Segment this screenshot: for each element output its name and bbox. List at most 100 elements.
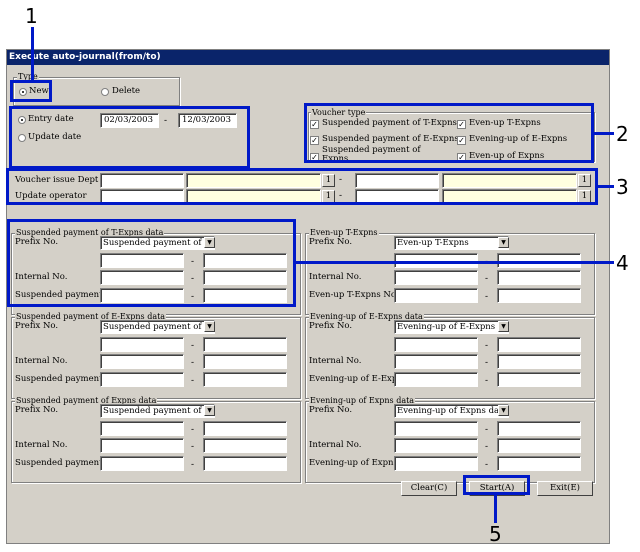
section-4-title: Suspended payment of Expns data bbox=[15, 396, 158, 405]
section-1-internal-from[interactable] bbox=[394, 270, 478, 285]
exit-button[interactable]: Exit(E) bbox=[537, 481, 593, 496]
voucher-dept-label: Voucher issue Dept bbox=[15, 175, 99, 185]
section-4-prefix-value: Suspended payment of Expns bbox=[103, 406, 214, 416]
section-0-internal-label: Internal No. bbox=[15, 272, 68, 282]
voucher-dept-to-code[interactable] bbox=[355, 173, 439, 188]
section-4-internal-from[interactable] bbox=[100, 438, 184, 453]
voucher-dept-to-lookup-button[interactable]: 1 bbox=[578, 174, 591, 187]
section-5-separator: - bbox=[485, 425, 489, 435]
section-5-last-to[interactable] bbox=[497, 456, 581, 471]
radio-update-date[interactable] bbox=[18, 134, 26, 142]
section-0-last-from[interactable] bbox=[100, 288, 184, 303]
section-3-last-from[interactable] bbox=[394, 372, 478, 387]
section-4-internal-to[interactable] bbox=[203, 438, 287, 453]
section-5-title: Evening-up of Expns data bbox=[309, 396, 416, 405]
section-5-prefix-from[interactable] bbox=[394, 421, 478, 436]
section-0-dropdown-arrow-icon[interactable]: ▼ bbox=[204, 237, 215, 248]
radio-delete[interactable] bbox=[101, 88, 109, 96]
check-even-up-t-expns-label: Even-up T-Expns bbox=[469, 118, 541, 128]
section-5-prefix-value: Evening-up of Expns data bbox=[397, 406, 508, 416]
check-evening-up-e-expns-label: Evening-up of E-Expns bbox=[469, 134, 568, 144]
radio-new[interactable] bbox=[19, 88, 27, 96]
section-5-internal-from[interactable] bbox=[394, 438, 478, 453]
section-1-dropdown-arrow-icon[interactable]: ▼ bbox=[498, 237, 509, 248]
section-5-internal-to[interactable] bbox=[497, 438, 581, 453]
highlight-box-t-expns-data bbox=[7, 219, 296, 307]
check-susp-e-expns-label: Suspended payment of E-Expns bbox=[322, 134, 459, 144]
section-4-prefix-label: Prefix No. bbox=[15, 405, 59, 415]
section-4-prefix-dropdown[interactable]: Suspended payment of Expns bbox=[100, 404, 215, 418]
section-5-last-from[interactable] bbox=[394, 456, 478, 471]
section-5-internal-label: Internal No. bbox=[309, 440, 362, 450]
section-1-prefix-dropdown[interactable]: Even-up T-Expns bbox=[394, 236, 509, 250]
section-1-separator-3: - bbox=[485, 292, 489, 302]
section-1-title: Even-up T-Expns bbox=[309, 228, 379, 237]
section-3-dropdown-arrow-icon[interactable]: ▼ bbox=[498, 321, 509, 332]
section-5-prefix-to[interactable] bbox=[497, 421, 581, 436]
check-susp-t-expns[interactable]: ✓ bbox=[310, 120, 319, 129]
callout-3-line bbox=[598, 185, 614, 188]
check-susp-e-expns[interactable]: ✓ bbox=[310, 136, 319, 145]
section-1-prefix-to[interactable] bbox=[497, 253, 581, 268]
date-from-input[interactable]: 02/03/2003 bbox=[100, 113, 159, 128]
section-4-separator-3: - bbox=[191, 460, 195, 470]
section-2-internal-to[interactable] bbox=[203, 354, 287, 369]
operator-separator: - bbox=[339, 191, 343, 201]
update-date-label: Update date bbox=[28, 132, 82, 142]
section-0-separator: - bbox=[191, 257, 195, 267]
section-3-prefix-from[interactable] bbox=[394, 337, 478, 352]
section-3-prefix-to[interactable] bbox=[497, 337, 581, 352]
callout-2: 2 bbox=[616, 122, 629, 146]
section-2-dropdown-arrow-icon[interactable]: ▼ bbox=[204, 321, 215, 332]
section-3-group bbox=[305, 317, 595, 399]
section-0-internal-to[interactable] bbox=[203, 270, 287, 285]
section-4-last-from[interactable] bbox=[100, 456, 184, 471]
section-0-internal-from[interactable] bbox=[100, 270, 184, 285]
highlight-box-filters bbox=[6, 168, 598, 205]
section-4-internal-label: Internal No. bbox=[15, 440, 68, 450]
section-1-prefix-from[interactable] bbox=[394, 253, 478, 268]
section-0-title: Suspended payment of T-Expns data bbox=[15, 228, 165, 237]
voucher-dept-from-lookup-button[interactable]: 1 bbox=[322, 174, 335, 187]
voucher-dept-from-code[interactable] bbox=[100, 173, 184, 188]
section-3-internal-from[interactable] bbox=[394, 354, 478, 369]
section-1-last-from[interactable] bbox=[394, 288, 478, 303]
check-evening-up-e-expns[interactable]: ✓ bbox=[457, 136, 466, 145]
radio-entry-date[interactable] bbox=[18, 116, 26, 124]
check-susp-t-expns-label: Suspended payment of T-Expns bbox=[322, 118, 457, 128]
clear-button[interactable]: Clear(C) bbox=[401, 481, 457, 496]
section-0-prefix-from[interactable] bbox=[100, 253, 184, 268]
section-0-prefix-to[interactable] bbox=[203, 253, 287, 268]
section-0-last-label: Suspended payment of bbox=[15, 290, 114, 300]
section-4-prefix-from[interactable] bbox=[100, 421, 184, 436]
section-2-prefix-from[interactable] bbox=[100, 337, 184, 352]
date-to-input[interactable]: 12/03/2003 bbox=[178, 113, 237, 128]
section-3-last-to[interactable] bbox=[497, 372, 581, 387]
callout-1-line bbox=[31, 27, 34, 80]
dialog-window: Execute auto-journal(from/to) Type New D… bbox=[6, 49, 610, 544]
section-2-last-to[interactable] bbox=[203, 372, 287, 387]
check-even-up-t-expns[interactable]: ✓ bbox=[457, 120, 466, 129]
section-2-internal-from[interactable] bbox=[100, 354, 184, 369]
section-4-last-to[interactable] bbox=[203, 456, 287, 471]
section-0-separator-2: - bbox=[191, 274, 195, 284]
section-1-internal-to[interactable] bbox=[497, 270, 581, 285]
section-0-last-to[interactable] bbox=[203, 288, 287, 303]
section-4-prefix-to[interactable] bbox=[203, 421, 287, 436]
voucher-dept-separator: - bbox=[339, 175, 343, 185]
section-2-separator: - bbox=[191, 341, 195, 351]
section-2-separator-3: - bbox=[191, 376, 195, 386]
section-5-prefix-dropdown[interactable]: Evening-up of Expns data bbox=[394, 404, 509, 418]
section-3-prefix-dropdown[interactable]: Evening-up of E-Expns data bbox=[394, 320, 509, 334]
section-2-title: Suspended payment of E-Expns data bbox=[15, 312, 167, 321]
section-5-dropdown-arrow-icon[interactable]: ▼ bbox=[498, 405, 509, 416]
section-2-prefix-to[interactable] bbox=[203, 337, 287, 352]
section-3-prefix-value: Evening-up of E-Expns data bbox=[397, 322, 509, 332]
window-title: Execute auto-journal(from/to) bbox=[7, 50, 609, 65]
section-2-prefix-dropdown[interactable]: Suspended payment of E-Exp bbox=[100, 320, 215, 334]
section-3-internal-to[interactable] bbox=[497, 354, 581, 369]
section-1-last-to[interactable] bbox=[497, 288, 581, 303]
section-2-last-from[interactable] bbox=[100, 372, 184, 387]
section-3-separator-2: - bbox=[485, 358, 489, 368]
section-4-dropdown-arrow-icon[interactable]: ▼ bbox=[204, 405, 215, 416]
